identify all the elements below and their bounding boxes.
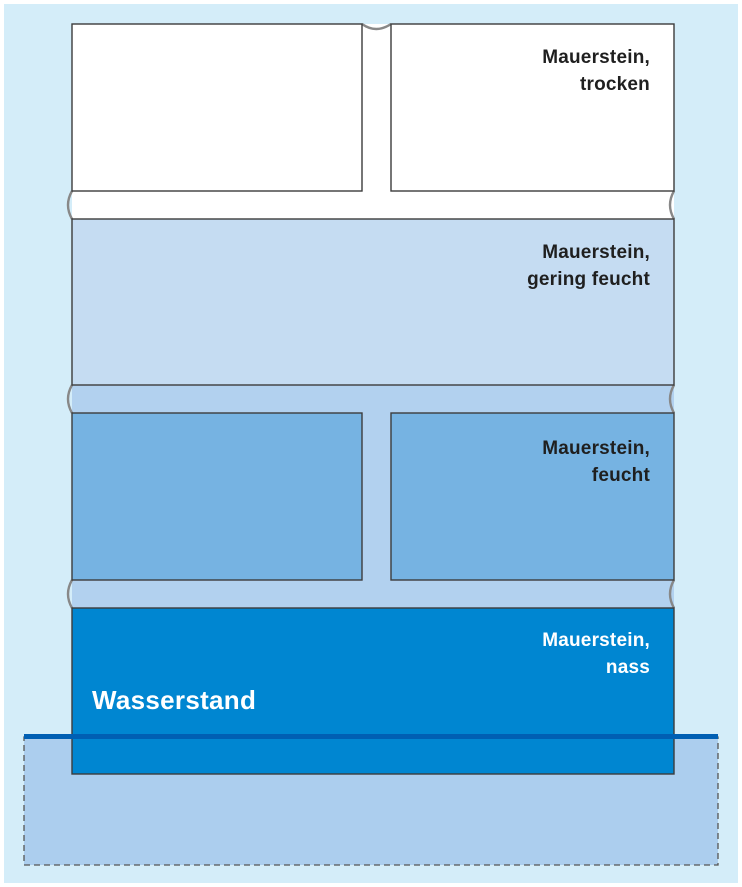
mortar-joint-3 xyxy=(72,580,674,608)
label-dry: Mauerstein, trocken xyxy=(542,44,650,98)
water-level-label: Wasserstand xyxy=(92,685,257,715)
joint-edge-mark-left-2 xyxy=(66,384,74,414)
label-slightly-damp: Mauerstein, gering feucht xyxy=(527,239,650,293)
brick-dry-right xyxy=(390,23,675,192)
label-dry-line1: Mauerstein, xyxy=(542,47,650,68)
brick-damp-right xyxy=(390,412,675,581)
label-slightly-damp-line1: Mauerstein, xyxy=(542,242,650,263)
brick-wet xyxy=(71,607,675,775)
label-wet: Mauerstein, nass xyxy=(542,627,650,681)
label-wet-line2: nass xyxy=(605,657,650,678)
mortar-joint-1 xyxy=(72,191,674,219)
joint-edge-mark-left-3 xyxy=(66,579,74,609)
label-damp-line1: Mauerstein, xyxy=(542,438,650,459)
label-dry-line2: trocken xyxy=(579,74,650,95)
joint-edge-mark-left-1 xyxy=(66,190,74,220)
label-damp: Mauerstein, feucht xyxy=(542,435,650,489)
mortar-joint-vertical-mid xyxy=(362,413,391,580)
brick-slightly-damp xyxy=(71,218,675,386)
label-slightly-damp-line2: gering feucht xyxy=(527,269,650,290)
joint-edge-mark-top xyxy=(361,22,392,31)
joint-edge-mark-right-1 xyxy=(668,190,676,220)
joint-edge-mark-right-2 xyxy=(668,384,676,414)
mortar-joint-2 xyxy=(72,385,674,413)
brick-damp-left xyxy=(71,412,363,581)
joint-edge-mark-right-3 xyxy=(668,579,676,609)
brick-dry-left xyxy=(71,23,363,192)
label-wet-line1: Mauerstein, xyxy=(542,630,650,651)
water-level-line xyxy=(24,734,718,739)
label-damp-line2: feucht xyxy=(591,465,650,486)
mortar-joint-vertical-top xyxy=(362,24,391,191)
